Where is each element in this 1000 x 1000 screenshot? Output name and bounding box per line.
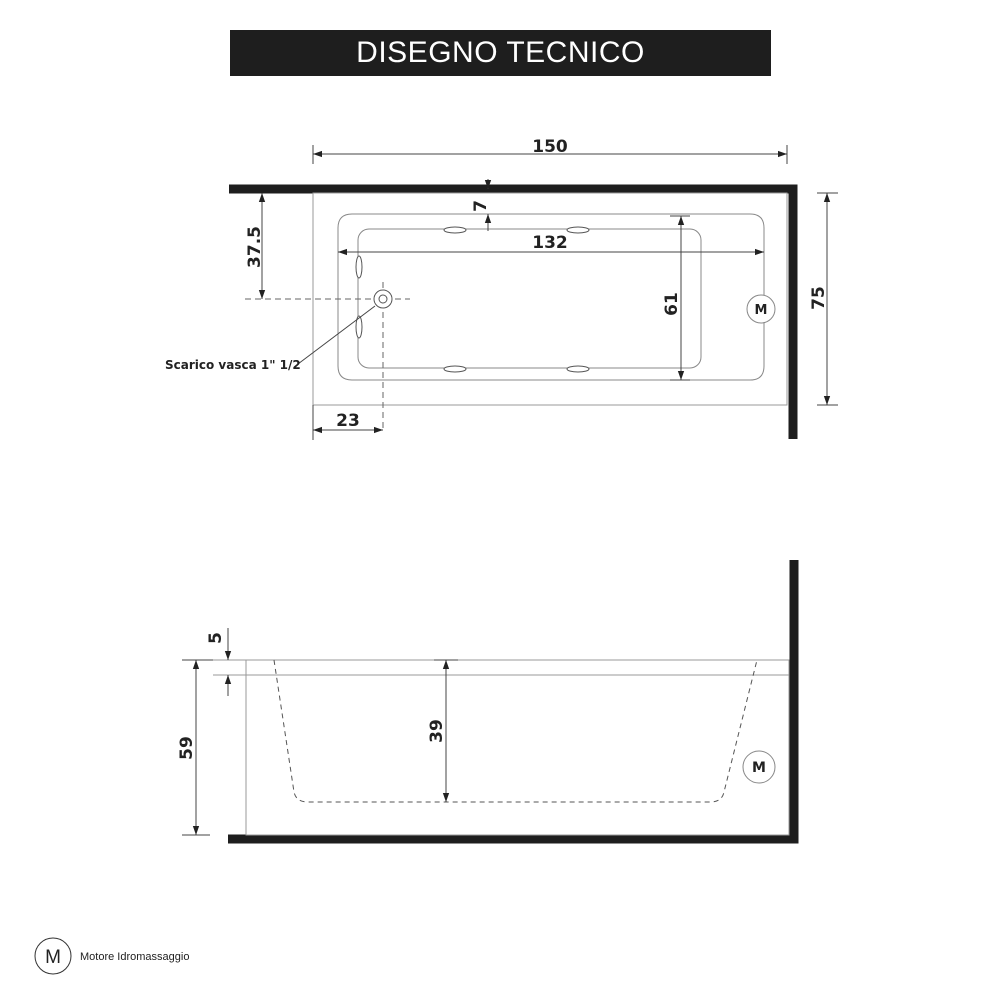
dim-label-7: 7 (471, 200, 491, 212)
drain-icon-inner (378, 294, 388, 304)
drain-note: Scarico vasca 1" 1/2 (165, 358, 301, 372)
legend-symbol: M (45, 947, 61, 968)
motor-icon (746, 294, 776, 324)
side-view-tub-outline (245, 659, 790, 836)
motor-symbol-label: M (755, 303, 768, 318)
top-view-tub-outline (312, 192, 788, 406)
side-view-basin-hidden (273, 659, 758, 803)
drain-leader (293, 305, 376, 368)
top-view: 150 7 132 37.5 61 75 23 Scarico vasca 1"… (165, 137, 838, 440)
legend-text: Motore Idromassaggio (80, 951, 189, 963)
motor-icon (742, 750, 776, 784)
jet-icon (566, 365, 590, 373)
dim-label-39: 39 (427, 719, 447, 743)
legend: M Motore Idromassaggio (34, 937, 189, 975)
dim-label-23: 23 (336, 411, 360, 431)
motor-symbol-label: M (752, 760, 766, 776)
jet-icon (566, 226, 590, 234)
jet-icon (443, 365, 467, 373)
dim-label-37-5: 37.5 (245, 226, 265, 268)
drain-icon (373, 289, 393, 309)
top-view-wall (229, 184, 798, 439)
jet-icon (443, 226, 467, 234)
dim-label-5: 5 (206, 632, 226, 644)
side-view-wall (228, 560, 799, 844)
top-view-basin-outer (337, 213, 765, 381)
dim-label-59: 59 (177, 736, 197, 760)
dim-label-75: 75 (809, 286, 829, 310)
side-view: 5 59 39 M (177, 560, 799, 844)
jet-icon (355, 255, 363, 279)
dim-label-61: 61 (662, 292, 682, 316)
dim-label-150: 150 (532, 137, 568, 157)
page-title: DISEGNO TECNICO (230, 30, 771, 76)
dim-label-132: 132 (532, 233, 568, 253)
jet-icon (355, 315, 363, 339)
motor-legend-icon (34, 937, 72, 975)
